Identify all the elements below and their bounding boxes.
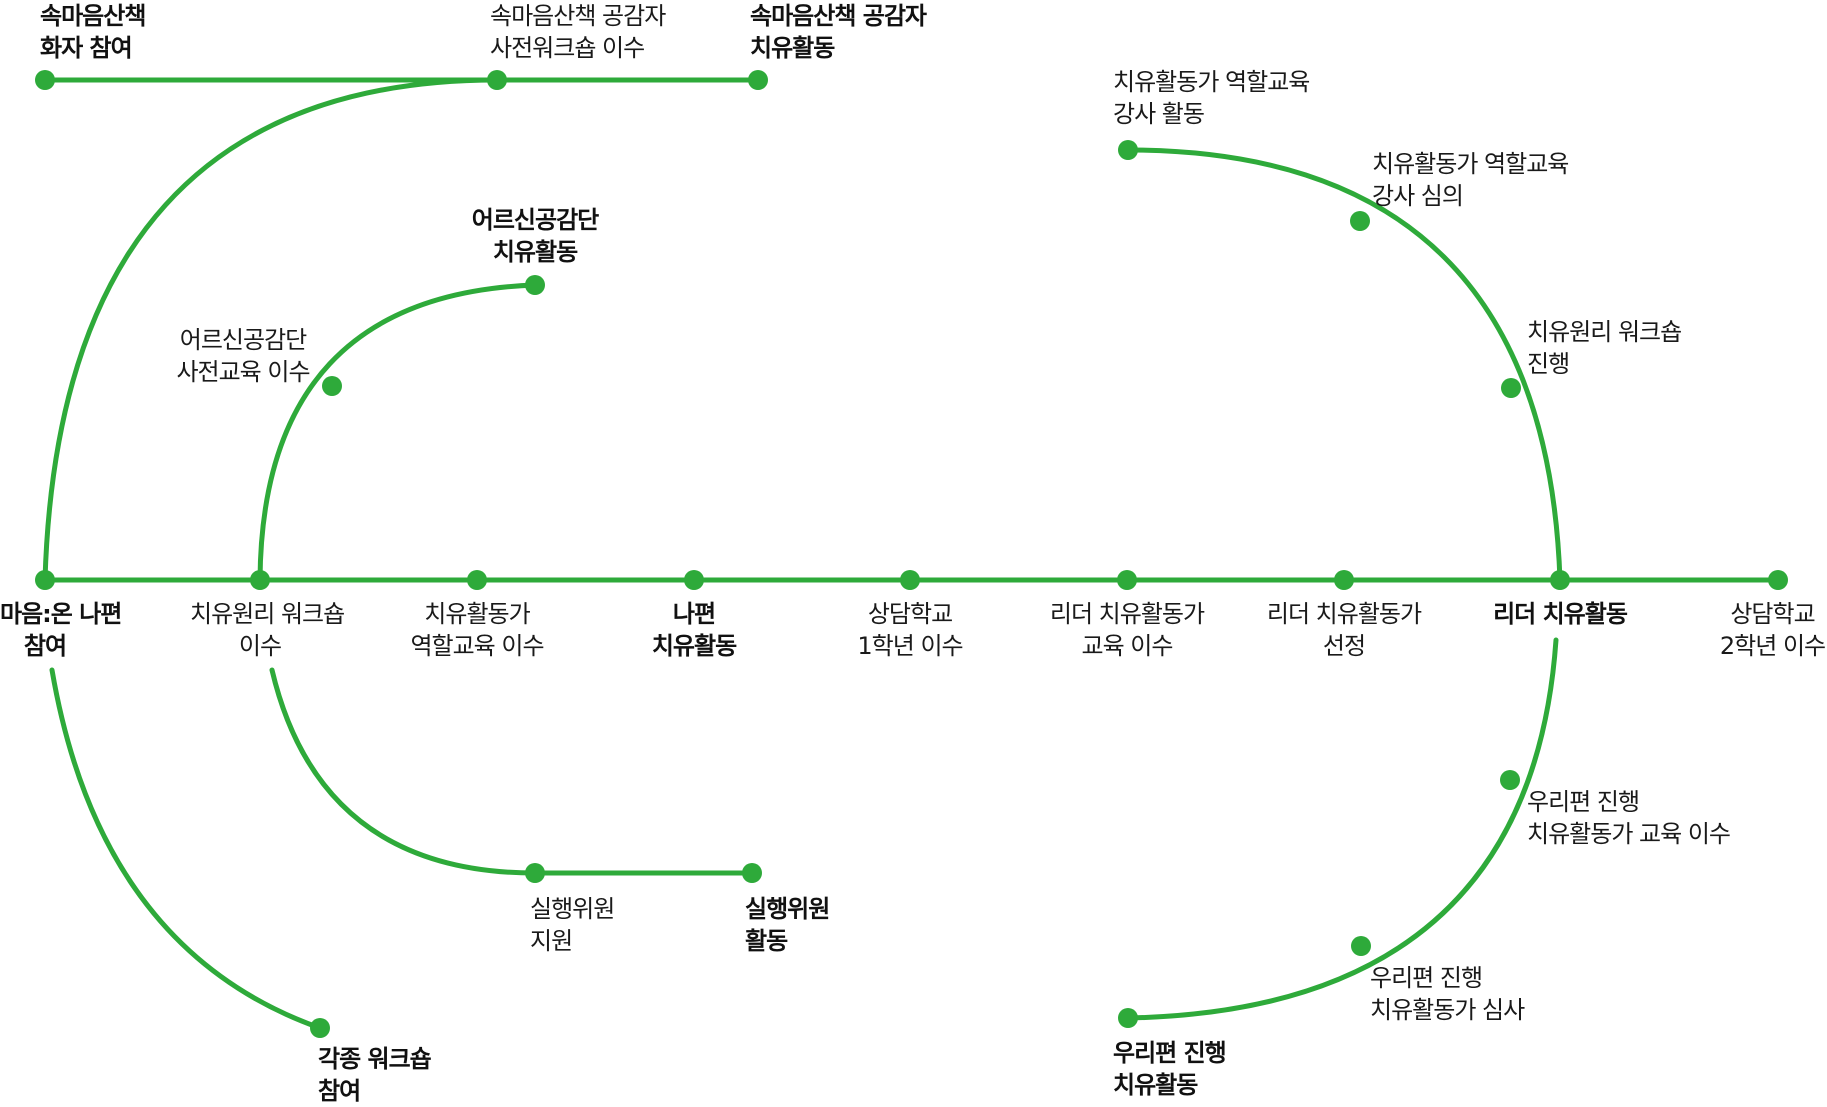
node-role-review xyxy=(1350,211,1370,231)
node-principle-workshop xyxy=(1501,378,1521,398)
elder-arc xyxy=(257,282,538,583)
node-walk-participate xyxy=(35,70,55,90)
node-main-counsel1 xyxy=(900,570,920,590)
various-arc xyxy=(49,667,323,1031)
node-main-leader-select xyxy=(1334,570,1354,590)
node-exec-activity xyxy=(742,863,762,883)
node-uri-review xyxy=(1351,936,1371,956)
leader-upper-arc xyxy=(1125,147,1563,583)
node-walk-activity xyxy=(748,70,768,90)
node-uri-activity xyxy=(1118,1008,1138,1028)
node-main-leader-edu xyxy=(1117,570,1137,590)
node-walk-workshop xyxy=(487,70,507,90)
node-main-start xyxy=(35,570,55,590)
leader-lower-arc xyxy=(1125,637,1559,1021)
walk-arc xyxy=(42,77,500,583)
exec-arc xyxy=(269,667,538,876)
node-role-lecturer xyxy=(1118,140,1138,160)
node-main-role-edu xyxy=(467,570,487,590)
label-main-leader-act: 리더 치유활동 xyxy=(1493,600,1628,628)
node-elder-edu xyxy=(322,376,342,396)
node-uri-edu xyxy=(1500,770,1520,790)
node-main-workshop xyxy=(250,570,270,590)
node-elder-activity xyxy=(525,275,545,295)
node-main-counsel2 xyxy=(1768,570,1788,590)
node-main-napyeon xyxy=(684,570,704,590)
node-various-workshop xyxy=(310,1018,330,1038)
node-exec-support xyxy=(525,863,545,883)
node-main-leader-act xyxy=(1550,570,1570,590)
